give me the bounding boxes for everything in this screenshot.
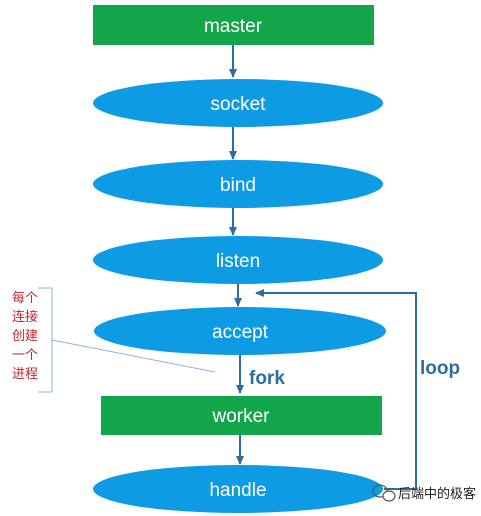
fork-label: fork <box>249 368 285 389</box>
note-line: 一个 <box>12 348 38 363</box>
watermark: 后端中的极客 <box>372 484 476 502</box>
note-line: 每个 <box>12 290 38 306</box>
note-line: 连接 <box>12 309 38 325</box>
accept-node: accept <box>94 307 386 355</box>
note-line: 创建 <box>12 329 38 344</box>
worker-node: worker <box>101 396 382 435</box>
bind-node: bind <box>93 160 383 208</box>
chat-icon <box>372 484 396 502</box>
listen-node: listen <box>93 236 383 284</box>
socket-label: socket <box>211 94 267 115</box>
handle-node: handle <box>93 465 383 513</box>
master-label: master <box>204 16 263 37</box>
listen-label: listen <box>216 251 260 272</box>
note-callout: 每个 连接 创建 一个 进程 <box>12 287 216 393</box>
bind-label: bind <box>220 175 256 196</box>
loop-label: loop <box>420 358 460 379</box>
watermark-text: 后端中的极客 <box>398 486 476 502</box>
note-line: 进程 <box>12 367 38 382</box>
worker-label: worker <box>211 406 270 427</box>
loop-connector <box>255 289 417 490</box>
handle-label: handle <box>209 480 266 501</box>
accept-label: accept <box>212 322 269 343</box>
socket-node: socket <box>93 79 383 127</box>
master-node: master <box>93 5 374 45</box>
